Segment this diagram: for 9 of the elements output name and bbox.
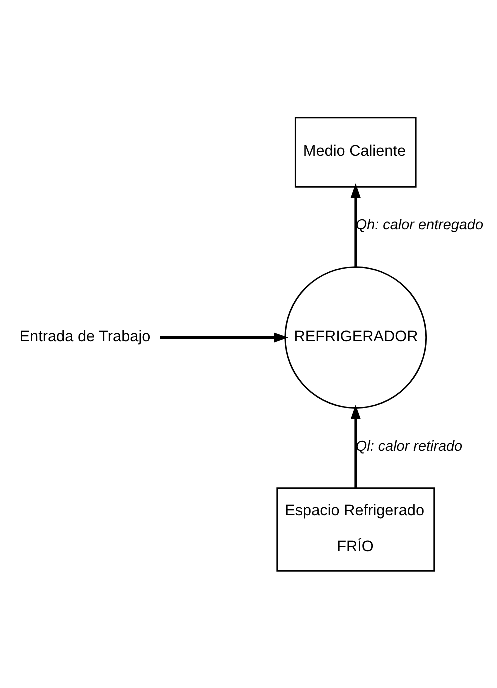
- node-box: Medio Caliente: [294, 116, 417, 188]
- edge-label: Qh: calor entregado: [356, 217, 484, 234]
- node-circle: REFRIGERADOR: [284, 266, 428, 408]
- edge-label: Ql: calor retirado: [356, 438, 463, 454]
- arrow: [160, 332, 289, 342]
- arrow: [350, 183, 361, 266]
- node-box: Espacio Refrigerado FRÍO: [276, 487, 436, 572]
- arrow: [350, 404, 361, 488]
- node-text: Entrada de Trabajo: [20, 328, 151, 345]
